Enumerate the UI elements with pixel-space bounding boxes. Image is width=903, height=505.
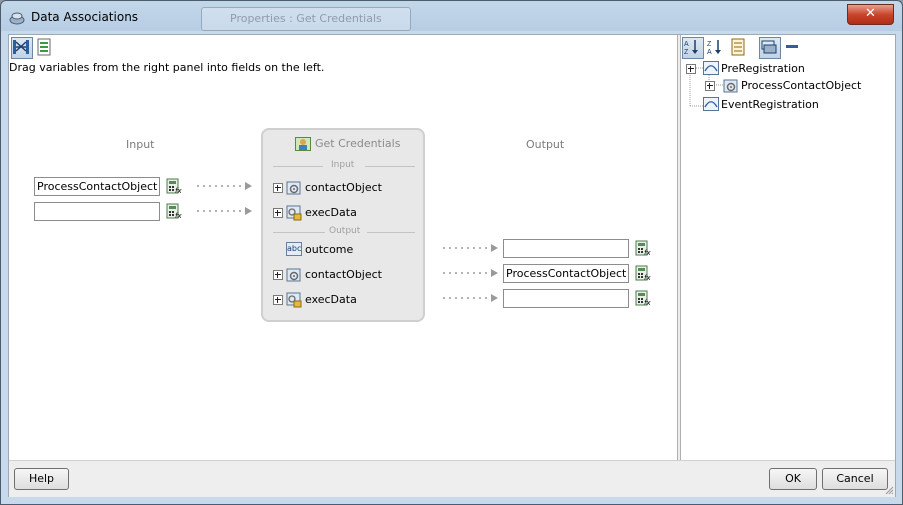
activity-panel: Get Credentials Input contactObject [261, 128, 425, 322]
instruction-text: Drag variables from the right panel into… [9, 61, 325, 74]
left-toolbar [9, 35, 677, 59]
expression-builder-icon[interactable]: fx [166, 178, 182, 194]
sort-za-icon: Z A [707, 40, 721, 56]
collapse-all-button[interactable] [782, 37, 804, 59]
cancel-button[interactable]: Cancel [822, 468, 888, 490]
connector-arrow-icon [197, 182, 252, 190]
abc-string-icon: abc [286, 242, 302, 256]
output-item-label: contactObject [305, 268, 382, 281]
help-button[interactable]: Help [14, 468, 69, 490]
expand-icon[interactable] [273, 270, 283, 280]
expand-icon[interactable] [273, 295, 283, 305]
document-list-icon [37, 38, 51, 56]
close-button[interactable]: ✕ [847, 4, 894, 25]
input-field-exec-data[interactable] [34, 202, 160, 221]
human-task-icon [295, 137, 311, 151]
output-column-label: Output [526, 138, 565, 151]
svg-text:fx: fx [175, 187, 182, 194]
ok-button[interactable]: OK [769, 468, 817, 490]
expression-builder-icon[interactable]: fx [166, 203, 182, 219]
mapping-graph-icon [13, 40, 29, 54]
background-window-tab: Properties : Get Credentials [201, 7, 411, 31]
title-bar[interactable]: Data Associations Properties : Get Crede… [1, 1, 902, 33]
dialog-footer: Help OK Cancel [9, 460, 895, 497]
tree-item-process-contact-object[interactable]: ProcessContactObject [741, 79, 862, 92]
window-title: Data Associations [31, 10, 139, 24]
dialog-app-icon [9, 12, 25, 25]
object-gear-icon [286, 181, 301, 195]
expand-icon[interactable] [273, 183, 283, 193]
expand-icon[interactable] [705, 81, 715, 91]
svg-text:fx: fx [175, 212, 182, 219]
svg-text:Z: Z [707, 41, 712, 48]
input-section-separator: Input [273, 160, 415, 171]
svg-text:fx: fx [644, 249, 651, 256]
output-field-exec-data[interactable] [503, 289, 629, 308]
output-item-label: execData [305, 293, 357, 306]
object-gear-icon [723, 79, 738, 93]
input-item-label: contactObject [305, 181, 382, 194]
collapse-icon[interactable] [686, 64, 696, 74]
activity-title: Get Credentials [315, 137, 401, 150]
output-item-label: outcome [305, 243, 354, 256]
connector-arrow-icon [197, 207, 252, 215]
output-section-label: Output [329, 226, 361, 236]
expression-builder-icon[interactable]: fx [635, 240, 651, 256]
mapping-canvas: Drag variables from the right panel into… [9, 59, 677, 459]
sort-az-icon: A Z [684, 40, 698, 56]
collapse-icon [786, 45, 798, 48]
tree-item-eventregistration[interactable]: EventRegistration [721, 98, 819, 111]
expression-builder-icon[interactable]: fx [635, 290, 651, 306]
process-icon [703, 61, 719, 75]
svg-text:A: A [684, 41, 689, 48]
expand-icon[interactable] [273, 208, 283, 218]
process-icon [703, 97, 719, 111]
resize-grip-icon[interactable] [885, 486, 894, 495]
panel-splitter[interactable] [677, 35, 681, 460]
svg-text:A: A [707, 49, 712, 56]
sort-ascending-button[interactable]: A Z [682, 37, 704, 59]
dialog-client-area: Drag variables from the right panel into… [8, 34, 896, 497]
output-field-outcome[interactable] [503, 239, 629, 258]
input-item-label: execData [305, 206, 357, 219]
output-section-separator: Output [273, 226, 415, 237]
output-field-contact-object[interactable]: ProcessContactObject [503, 264, 629, 283]
variables-tree: PreRegistration ProcessContactObject Eve… [681, 59, 895, 459]
connector-arrow-icon [443, 294, 498, 302]
expression-builder-icon[interactable]: fx [635, 265, 651, 281]
object-lock-icon [286, 292, 302, 308]
connector-arrow-icon [443, 269, 498, 277]
show-all-button[interactable] [759, 37, 781, 59]
properties-button[interactable] [728, 37, 750, 59]
stacked-windows-icon [761, 40, 777, 54]
background-window-title: Properties : Get Credentials [230, 12, 382, 25]
list-properties-icon [731, 38, 745, 56]
object-gear-icon [286, 268, 301, 282]
tree-item-preregistration[interactable]: PreRegistration [721, 62, 805, 75]
right-toolbar: A Z Z A [681, 35, 895, 59]
graphical-view-button[interactable] [11, 37, 33, 59]
svg-text:fx: fx [644, 299, 651, 306]
svg-text:fx: fx [644, 274, 651, 281]
input-field-contact-object[interactable]: ProcessContactObject [34, 177, 160, 196]
table-view-button[interactable] [34, 37, 56, 59]
connector-arrow-icon [443, 244, 498, 252]
sort-descending-button[interactable]: Z A [705, 37, 727, 59]
svg-text:Z: Z [684, 49, 689, 56]
input-column-label: Input [126, 138, 155, 151]
input-section-label: Input [331, 160, 355, 170]
object-lock-icon [286, 205, 302, 221]
